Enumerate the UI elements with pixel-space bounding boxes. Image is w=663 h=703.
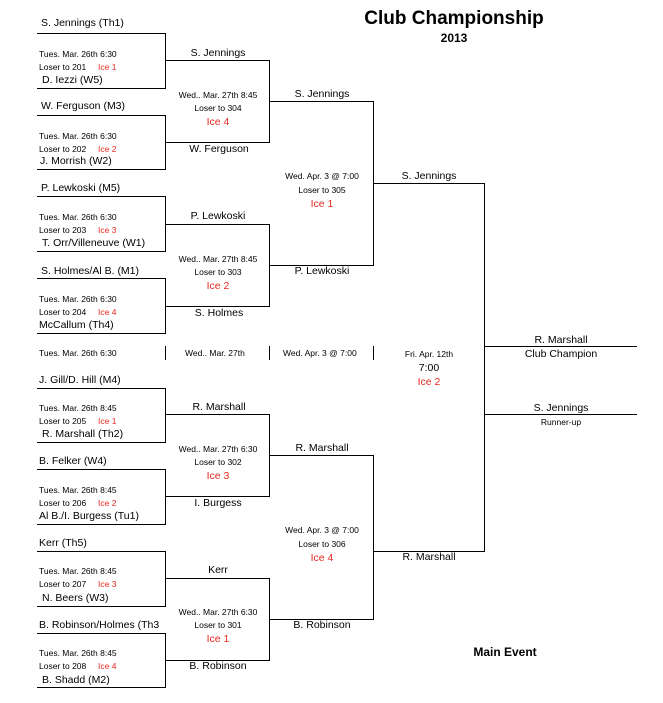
ice-label: Ice 4 [310,552,334,564]
date-r1: Tues. Mar. 26th 6:30 [39,348,117,358]
r2-bracket [165,414,270,497]
game-time: Tues. Mar. 26th 6:30 [39,294,117,304]
r1-bracket [37,388,166,443]
game-time: Wed.. Mar. 27th 8:45 [178,254,258,264]
game-time: Wed. Apr. 3 @ 7:00 [285,525,359,535]
team-name: R. Marshall [192,401,246,413]
team-name: B. Robinson/Holmes (Th3 [39,619,160,631]
team-name: Kerr [208,564,228,576]
game-time: Tues. Mar. 26th 6:30 [39,131,117,141]
loser-note: Loser to 205 [39,416,87,426]
game-time: Tues. Mar. 26th 8:45 [39,403,117,413]
team-name: S. Holmes [194,307,244,319]
team-name: B. Robinson [189,660,247,672]
loser-note: Loser to 204 [39,307,87,317]
r3-bracket [269,455,374,620]
runnerup-name: S. Jennings [533,402,589,414]
date-r3: Wed. Apr. 3 @ 7:00 [283,348,357,358]
loser-note: Loser to 304 [194,103,242,113]
team-name: P. Lewkoski [294,265,350,277]
champion-name: R. Marshall [534,334,588,346]
main-event-label: Main Event [473,645,537,659]
team-name: B. Robinson [293,619,351,631]
team-name: S. Jennings (Th1) [41,17,124,29]
ice-label: Ice 3 [98,225,117,235]
final-time: 7:00 [418,362,440,374]
ice-label: Ice 1 [98,416,117,426]
ice-label: Ice 3 [206,470,230,482]
loser-note: Loser to 306 [298,539,346,549]
game-time: Tues. Mar. 26th 8:45 [39,648,117,658]
ice-label: Ice 2 [98,498,117,508]
final-date: Fri. Apr. 12th [404,349,454,359]
r2-bracket [165,60,270,143]
team-name: J. Morrish (W2) [40,155,112,167]
ice-label: Ice 3 [98,579,117,589]
team-name: R. Marshall [295,442,349,454]
ice-label: Ice 4 [98,307,117,317]
loser-note: Loser to 303 [194,267,242,277]
game-time: Tues. Mar. 26th 8:45 [39,566,117,576]
ice-label: Ice 1 [206,633,230,645]
game-time: Tues. Mar. 26th 6:30 [39,49,117,59]
game-time: Tues. Mar. 26th 8:45 [39,485,117,495]
ice-label: Ice 4 [98,661,117,671]
team-name: McCallum (Th4) [39,319,114,331]
team-name: I. Burgess [194,497,242,509]
team-name: S. Holmes/Al B. (M1) [41,265,140,277]
team-name: B. Felker (W4) [39,455,107,467]
loser-note: Loser to 302 [194,457,242,467]
game-time: Wed. Apr. 3 @ 7:00 [285,171,359,181]
team-name: S. Jennings [294,88,350,100]
team-name: T. Orr/Villeneuve (W1) [42,237,146,249]
team-name: S. Jennings [190,47,246,59]
loser-note: Loser to 301 [194,620,242,630]
team-name: N. Beers (W3) [42,592,109,604]
loser-note: Loser to 305 [298,185,346,195]
semi-winner-top: S. Jennings [401,170,457,182]
ice-label: Ice 2 [98,144,117,154]
loser-note: Loser to 207 [39,579,87,589]
loser-note: Loser to 201 [39,62,87,72]
loser-note: Loser to 208 [39,661,87,671]
team-name: Kerr (Th5) [39,537,87,549]
page-title: Club Championship [364,8,544,29]
ice-label: Ice 4 [206,116,230,128]
r3-bracket [269,101,374,266]
ice-label: Ice 2 [206,280,230,292]
team-name: P. Lewkoski (M5) [41,182,121,194]
team-name: W. Ferguson (M3) [41,100,126,112]
ice-label: Ice 1 [310,198,334,210]
team-name: Al B./I. Burgess (Tu1) [39,510,139,522]
loser-note: Loser to 203 [39,225,87,235]
date-r2: Wed.. Mar. 27th [185,348,245,358]
semi-winner-bottom: R. Marshall [402,551,456,563]
page-year: 2013 [440,31,468,45]
game-time: Tues. Mar. 26th 6:30 [39,212,117,222]
game-time: Wed.. Mar. 27th 8:45 [178,90,258,100]
semi-bracket [373,183,485,552]
champion-label: Club Champion [524,348,598,360]
r2-bracket [165,224,270,307]
team-name: W. Ferguson [189,143,249,155]
game-time: Wed.. Mar. 27th 6:30 [178,444,258,454]
ice-label: Ice 1 [98,62,117,72]
loser-note: Loser to 202 [39,144,87,154]
runnerup-label: Runner-up [540,417,582,427]
loser-note: Loser to 206 [39,498,87,508]
team-name: P. Lewkoski [190,210,246,222]
team-name: J. Gill/D. Hill (M4) [39,374,121,386]
final-ice: Ice 2 [417,376,441,388]
team-name: D. Iezzi (W5) [42,74,103,86]
game-time: Wed.. Mar. 27th 6:30 [178,607,258,617]
team-name: B. Shadd (M2) [42,674,110,686]
team-name: R. Marshall (Th2) [42,428,124,440]
